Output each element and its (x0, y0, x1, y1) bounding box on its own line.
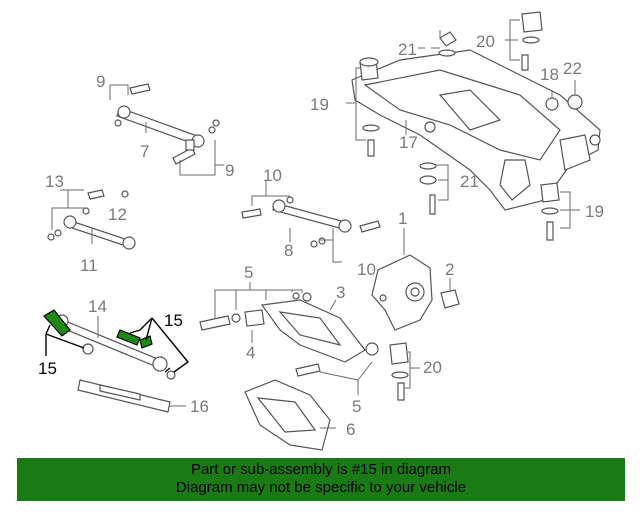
control-arm-3 (199, 292, 379, 377)
leader-lines (45, 19, 580, 429)
callout-labels: 19 21 20 18 22 17 21 19 9 7 9 13 12 11 1… (38, 32, 604, 439)
banner-line-2: Diagram may not be specific to your vehi… (175, 479, 467, 496)
link-9-hardware (172, 119, 220, 165)
callout-13: 13 (45, 172, 64, 191)
link-8 (241, 196, 381, 248)
callout-6: 6 (346, 420, 355, 439)
callout-14: 14 (88, 297, 107, 316)
bushing-group-top-center (438, 31, 457, 57)
shield-6 (244, 379, 331, 451)
callout-15-left: 15 (38, 359, 57, 378)
subframe-17 (351, 49, 601, 211)
callout-10-top: 10 (263, 166, 282, 185)
info-banner: Part or sub-assembly is #15 in diagram D… (17, 458, 625, 501)
callout-21-lower: 21 (460, 172, 479, 191)
callout-22: 22 (563, 59, 582, 78)
callout-5-lower: 5 (352, 397, 361, 416)
bushing-group-top-left (359, 57, 380, 157)
callout-5-top: 5 (244, 263, 253, 282)
callout-1: 1 (398, 209, 407, 228)
bolt-15-left (43, 309, 71, 337)
callout-19-right: 19 (585, 202, 604, 221)
bushing-group-21-lower (419, 162, 437, 215)
callout-20-lower: 20 (423, 358, 442, 377)
callout-21-top: 21 (398, 40, 417, 59)
knuckle-1 (371, 254, 433, 331)
bushing-group-right (540, 182, 560, 241)
callout-15-right: 15 (164, 311, 183, 330)
callout-19-top: 19 (310, 95, 329, 114)
bushing-20-lower (389, 342, 409, 401)
callout-12: 12 (108, 205, 127, 224)
callout-16: 16 (190, 397, 209, 416)
exploded-parts-diagram: 19 21 20 18 22 17 21 19 9 7 9 13 12 11 1… (38, 11, 604, 451)
callout-7: 7 (140, 142, 149, 161)
callout-3: 3 (336, 283, 345, 302)
strut-16 (77, 379, 171, 413)
callout-9-top: 9 (96, 72, 105, 91)
bushing-group-top-right (521, 11, 583, 111)
callout-11: 11 (80, 256, 98, 275)
callout-17: 17 (399, 133, 418, 152)
callout-20-top: 20 (476, 32, 495, 51)
callout-2: 2 (445, 260, 454, 279)
callout-10-lower: 10 (357, 260, 376, 279)
callout-4: 4 (246, 343, 255, 362)
link-12-13-hardware (82, 189, 129, 215)
banner-line-1: Part or sub-assembly is #15 in diagram (190, 461, 452, 478)
bushing-2 (440, 289, 460, 309)
callout-18: 18 (540, 65, 559, 84)
callout-8: 8 (284, 241, 293, 260)
link-11 (47, 215, 136, 250)
callout-9-lower: 9 (225, 161, 234, 180)
